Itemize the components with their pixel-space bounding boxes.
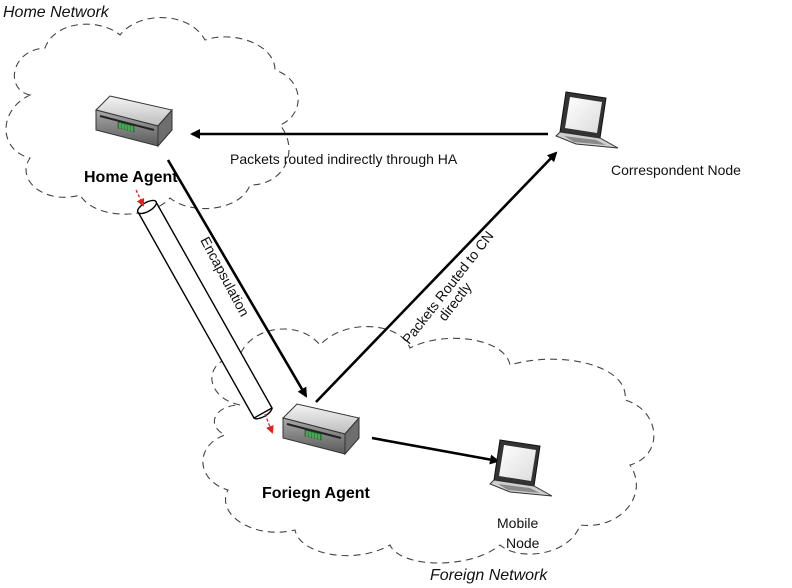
mobile-node-label-line1: Mobile — [497, 515, 538, 531]
direct-route-label-line1: Packets Routed to CN — [399, 228, 497, 347]
indirect-route-label: Packets routed indirectly through HA — [230, 151, 458, 167]
arrow-fa-to-mn — [371, 436, 500, 465]
arrow-ha-to-fa — [166, 159, 308, 398]
mobile-node-label-line2: Node — [506, 535, 540, 551]
home-network-label: Home Network — [3, 4, 110, 21]
tunnel-entry-marker — [135, 189, 145, 207]
encapsulation-tunnel — [135, 189, 274, 434]
foreign-agent-label: Foriegn Agent — [262, 485, 371, 502]
correspondent-node-label: Correspondent Node — [611, 162, 741, 178]
mobile-laptop-icon — [489, 439, 553, 497]
arrow-fa-to-cn — [315, 151, 558, 403]
home-agent-router-icon — [95, 95, 173, 147]
home-network-cloud — [5, 17, 299, 215]
correspondent-laptop-icon — [555, 91, 619, 149]
foreign-agent-router-icon — [282, 403, 360, 455]
home-agent-label: Home Agent — [84, 169, 178, 186]
foreign-network-cloud — [202, 326, 655, 564]
foreign-network-label: Foreign Network — [430, 567, 548, 584]
tunnel-exit-marker — [264, 413, 274, 434]
